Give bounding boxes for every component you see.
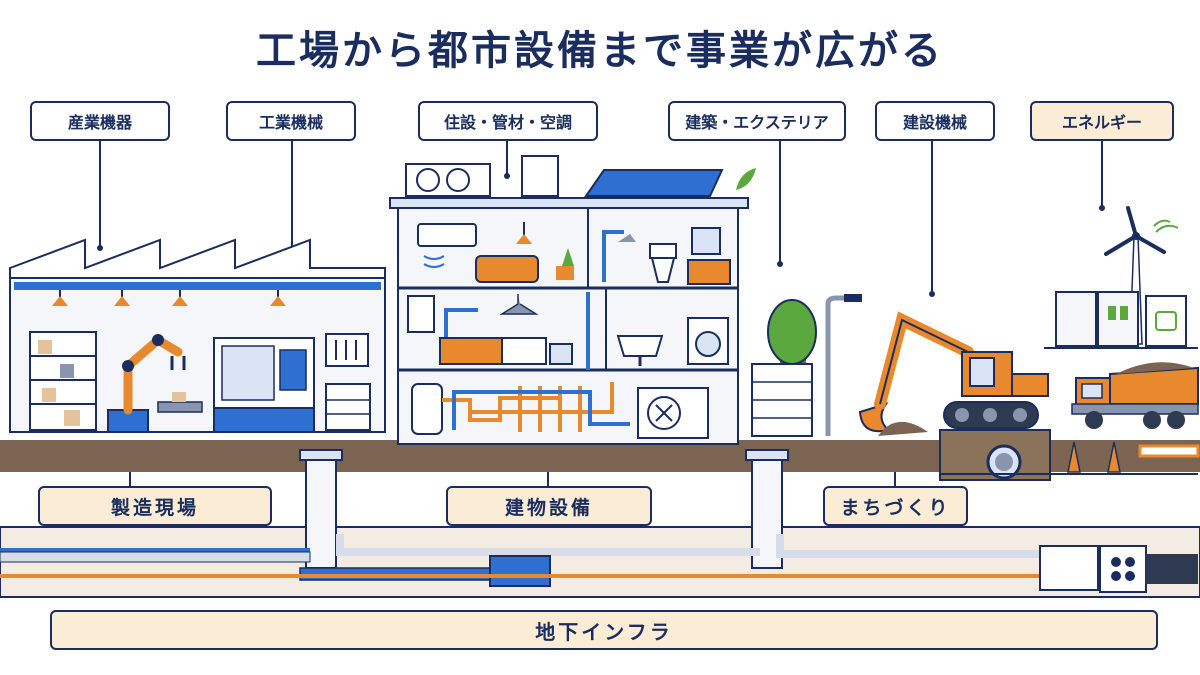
battery-storage-illustration	[1044, 291, 1198, 349]
planter-tree-illustration	[751, 299, 817, 437]
dump-truck-illustration	[1071, 362, 1199, 429]
category-label-architecture-exterior: 建築・エクステリア	[668, 101, 846, 141]
zone-label-town-development: まちづくり	[823, 486, 968, 526]
underground-pipes-illustration	[0, 449, 1198, 593]
connector-dot	[1099, 205, 1105, 211]
excavator-illustration	[858, 311, 1049, 436]
category-label-industrial-equipment: 産業機器	[30, 101, 170, 141]
zone-label-manufacturing-site: 製造現場	[38, 486, 272, 526]
category-label-construction-machinery: 建設機械	[875, 101, 995, 141]
connector-dot	[929, 291, 935, 297]
connector-dot	[777, 261, 783, 267]
category-label-industrial-machinery: 工業機械	[226, 101, 356, 141]
zone-label-building-facilities: 建物設備	[446, 486, 652, 526]
connector-dot	[504, 173, 510, 179]
page-title: 工場から都市設備まで事業が広がる	[256, 28, 944, 74]
category-label-housing-piping-hvac: 住設・管材・空調	[418, 101, 598, 141]
factory-illustration	[9, 238, 386, 433]
zone-label-underground-infrastructure: 地下インフラ	[50, 610, 1158, 650]
street-light-illustration	[825, 294, 862, 436]
category-label-energy: エネルギー	[1030, 101, 1174, 141]
building-illustration	[389, 155, 756, 445]
trench-illustration	[939, 429, 1200, 481]
connector-dot	[97, 245, 103, 251]
